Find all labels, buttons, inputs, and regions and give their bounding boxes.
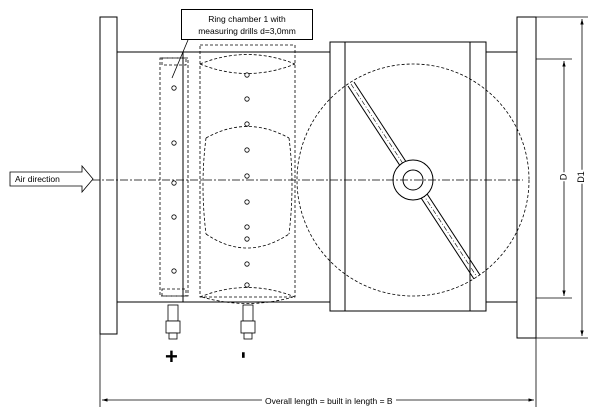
pressure-tube-plus	[165, 304, 181, 340]
air-direction-arrow	[9, 164, 94, 194]
damper-blade-axis	[350, 83, 478, 278]
dim-d1-label: D1	[575, 170, 586, 184]
callout-leader	[171, 39, 189, 79]
ring-chamber-1	[159, 57, 189, 297]
ring-chamber-2-arc	[202, 137, 207, 235]
housing-body	[117, 41, 518, 312]
minus-sign: -	[232, 351, 258, 359]
ring-chamber-1-cap	[161, 288, 187, 297]
ring-chamber-1-cap	[161, 57, 187, 66]
damper-blade-circle	[296, 63, 530, 297]
air-direction-label: Air direction	[15, 174, 60, 184]
callout-line-2: measuring drills d=3,0mm	[198, 26, 296, 36]
measuring-drills-2	[244, 72, 250, 288]
ring-chamber-2-lens	[199, 63, 296, 74]
overall-length-label: Overall length = built in length = B	[262, 396, 396, 406]
ring-chamber-2	[199, 44, 296, 298]
dim-d-label: D	[558, 172, 569, 182]
ring-chamber-2-lens	[199, 287, 296, 298]
ring-chamber-2-lens	[199, 54, 296, 65]
ring-chamber-2-arc	[205, 126, 290, 139]
ring-chamber-callout: Ring chamber 1 with measuring drills d=3…	[181, 9, 313, 40]
ring-chamber-2-lens	[201, 296, 294, 304]
plus-sign: +	[165, 344, 178, 369]
right-flange	[516, 16, 537, 339]
measuring-drills-1	[171, 85, 177, 274]
ring-chamber-2-arc	[288, 137, 293, 235]
left-flange	[99, 16, 118, 335]
callout-line-1: Ring chamber 1 with	[208, 14, 286, 24]
pressure-tube-minus	[240, 304, 256, 340]
